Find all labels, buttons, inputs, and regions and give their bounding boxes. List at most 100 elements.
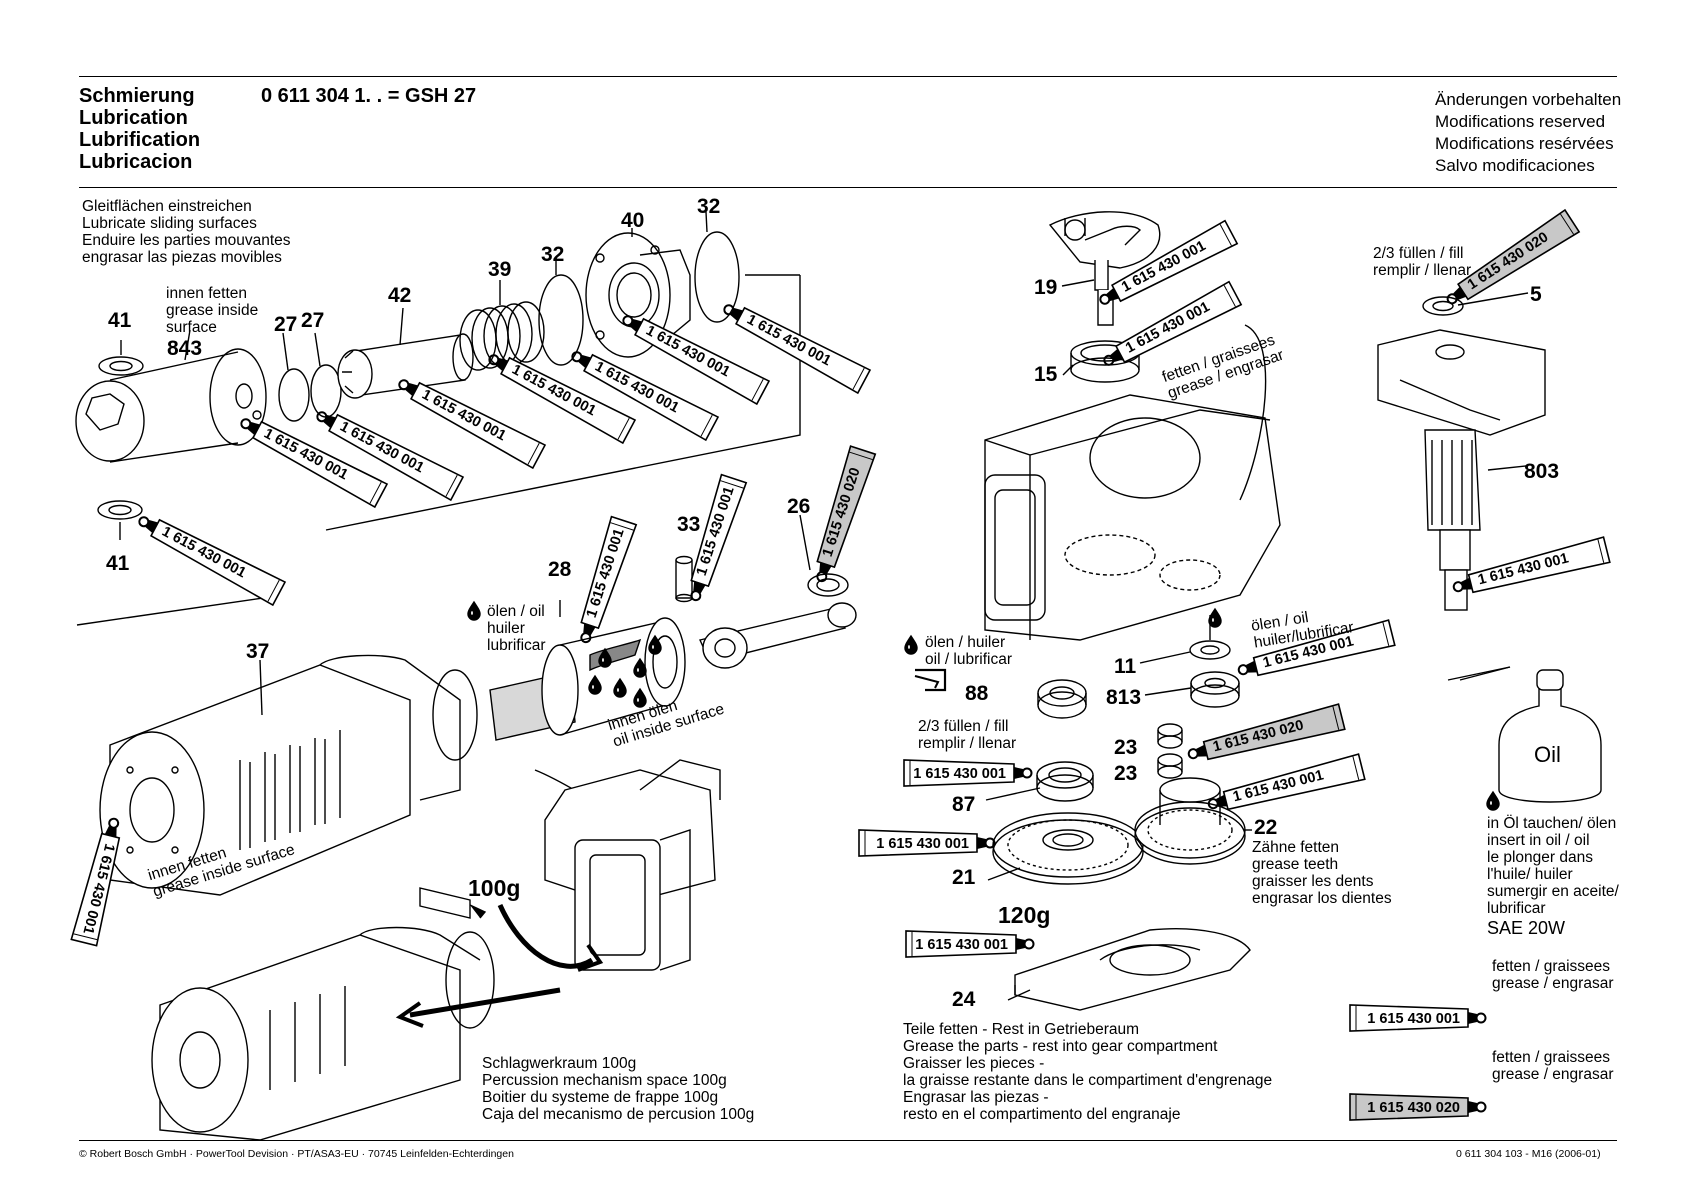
text-line: ölen / oil xyxy=(487,603,545,620)
tube-body: 1 615 430 001 xyxy=(1103,280,1245,369)
instruction-percussion: Schlagwerkraum 100g Percussion mechanism… xyxy=(482,1055,754,1123)
part-number: 41 xyxy=(108,309,132,332)
instruction-sliding: Gleitflächen einstreichen Lubricate slid… xyxy=(82,198,291,266)
instruction-fill-87: 2/3 füllen / fill remplir / llenar xyxy=(918,718,1016,752)
tube-body: 1 615 430 001 xyxy=(622,313,773,406)
note-line: Modifications reserved xyxy=(1435,112,1606,131)
tube-code: 1 615 430 001 xyxy=(1367,1011,1460,1027)
text-line: fetten / graissees xyxy=(1492,958,1611,975)
text-line: l'huile/ huiler xyxy=(1487,866,1573,883)
part-number: 22 xyxy=(1254,816,1278,839)
text-line: Lubricate sliding surfaces xyxy=(82,215,257,232)
text-line: la graisse restante dans le compartiment… xyxy=(903,1072,1273,1089)
part-number: 39 xyxy=(488,258,512,281)
needle-bearing-23a xyxy=(1157,723,1183,749)
text-line: engrasar las piezas movibles xyxy=(82,249,282,266)
part-number: 843 xyxy=(167,337,203,360)
text-line: ölen / huiler xyxy=(925,634,1006,651)
text-line: lubrificar xyxy=(1487,900,1546,917)
text-line: insert in oil / oil xyxy=(1487,832,1590,849)
text-line: grease / engrasar xyxy=(1492,975,1614,992)
tube-code: 1 615 430 001 xyxy=(876,836,969,852)
title-line: Lubricacion xyxy=(79,151,193,173)
part-number: 23 xyxy=(1114,762,1138,785)
title-line: Schmierung xyxy=(79,85,195,107)
tube-body: 1 615 430 001 xyxy=(240,416,391,509)
text-line: remplir / llenar xyxy=(918,735,1017,752)
instruction-gear-parts: Teile fetten - Rest in Getrieberaum Grea… xyxy=(903,1021,1272,1123)
text-line: graisser les dents xyxy=(1252,873,1374,890)
tube-code: 1 615 430 001 xyxy=(915,937,1008,953)
amount-100g: 100g xyxy=(468,875,521,901)
instruction-oil-28: ölen / oil huiler lubrificar xyxy=(487,603,546,654)
header-bottom-rule xyxy=(79,187,1617,188)
part-number: 27 xyxy=(274,313,298,336)
instruction-oil-88: ölen / huiler oil / lubrificar xyxy=(925,634,1012,668)
part-number: 88 xyxy=(965,682,989,705)
arrow-fill xyxy=(497,903,594,969)
tube-body: 1 615 430 001 xyxy=(1346,1004,1487,1032)
part-number: 32 xyxy=(541,243,565,266)
text-line: huiler xyxy=(487,620,525,637)
model-number: 0 611 304 1. . = GSH 27 xyxy=(261,85,477,107)
oil-bottle xyxy=(1498,669,1602,803)
part-number: 803 xyxy=(1524,460,1560,483)
housing-37-assembled xyxy=(151,926,495,1141)
note-line: Änderungen vorbehalten xyxy=(1435,90,1622,109)
text-line: Zähne fetten xyxy=(1252,839,1340,856)
oil-grade: SAE 20W xyxy=(1487,918,1566,938)
washer-41-bottom xyxy=(97,500,143,520)
part-number: 11 xyxy=(1114,655,1137,678)
part-number: 5 xyxy=(1530,283,1542,306)
footer-rule xyxy=(79,1140,1617,1141)
tube-body: 1 615 430 020 xyxy=(812,442,877,583)
page-title: Schmierung Lubrication Lubrification Lub… xyxy=(79,85,200,173)
oil-drop-icon xyxy=(1208,608,1222,628)
text-line: resto en el compartimento del engranaje xyxy=(903,1106,1181,1123)
header-top-rule xyxy=(79,76,1617,77)
tube-body: 1 615 430 020 xyxy=(1346,1093,1487,1121)
oil-drop-icon xyxy=(633,658,647,678)
tube-body: 1 615 430 001 xyxy=(576,513,638,644)
text-line: Engrasar las piezas - xyxy=(903,1089,1049,1106)
text-line: 2/3 füllen / fill xyxy=(918,718,1009,735)
part-number: 24 xyxy=(952,988,976,1011)
tube-body: 1 615 430 001 xyxy=(855,829,996,857)
frame-line xyxy=(76,596,271,626)
part-number: 21 xyxy=(952,866,976,889)
bearing-5 xyxy=(1422,296,1464,316)
text-line: Teile fetten - Rest in Getrieberaum xyxy=(903,1021,1140,1038)
footer-copyright: © Robert Bosch GmbH · PowerTool Devision… xyxy=(79,1148,514,1160)
part-number: 42 xyxy=(388,284,412,307)
housing-37 xyxy=(99,654,478,896)
tube-body: 1 615 430 001 xyxy=(571,349,722,442)
oil-drop-icon xyxy=(633,688,647,708)
oring-32a xyxy=(538,274,584,366)
legend-label-001: fetten / graissees grease / engrasar xyxy=(1492,958,1614,992)
bearing-11 xyxy=(1189,640,1231,660)
oil-drop-icon xyxy=(904,635,918,655)
tube-code: 1 615 430 020 xyxy=(1367,1100,1460,1116)
text-line: Boitier du systeme de frappe 100g xyxy=(482,1089,719,1106)
text-line: grease teeth xyxy=(1252,856,1339,873)
oring-27a xyxy=(278,368,310,422)
instruction-oil-dip: in Öl tauchen/ ölen insert in oil / oil … xyxy=(1487,815,1619,917)
tube-body: 1 615 430 001 xyxy=(900,759,1033,787)
part-number: 33 xyxy=(677,513,701,536)
tube-body: 1 615 430 001 xyxy=(1452,536,1614,598)
title-line: Lubrification xyxy=(79,129,201,151)
bearing-87 xyxy=(1036,761,1094,802)
text-line: Graisser les pieces - xyxy=(903,1055,1045,1072)
text-line: in Öl tauchen/ ölen xyxy=(1487,815,1617,832)
bearing-813 xyxy=(1190,671,1240,708)
part-number: 41 xyxy=(106,552,130,575)
gear-cover-24 xyxy=(1014,928,1251,1011)
tube-body: 1 615 430 001 xyxy=(488,352,639,445)
gear-21 xyxy=(992,812,1144,885)
tube-body: 1 615 430 001 xyxy=(1207,753,1369,815)
oil-drop-icon xyxy=(613,678,627,698)
note-line: Salvo modificaciones xyxy=(1435,156,1595,175)
text-line: innen fetten xyxy=(166,285,248,302)
tube-body: 1 615 430 020 xyxy=(1446,208,1583,306)
tube-body: 1 615 430 001 xyxy=(723,302,874,395)
